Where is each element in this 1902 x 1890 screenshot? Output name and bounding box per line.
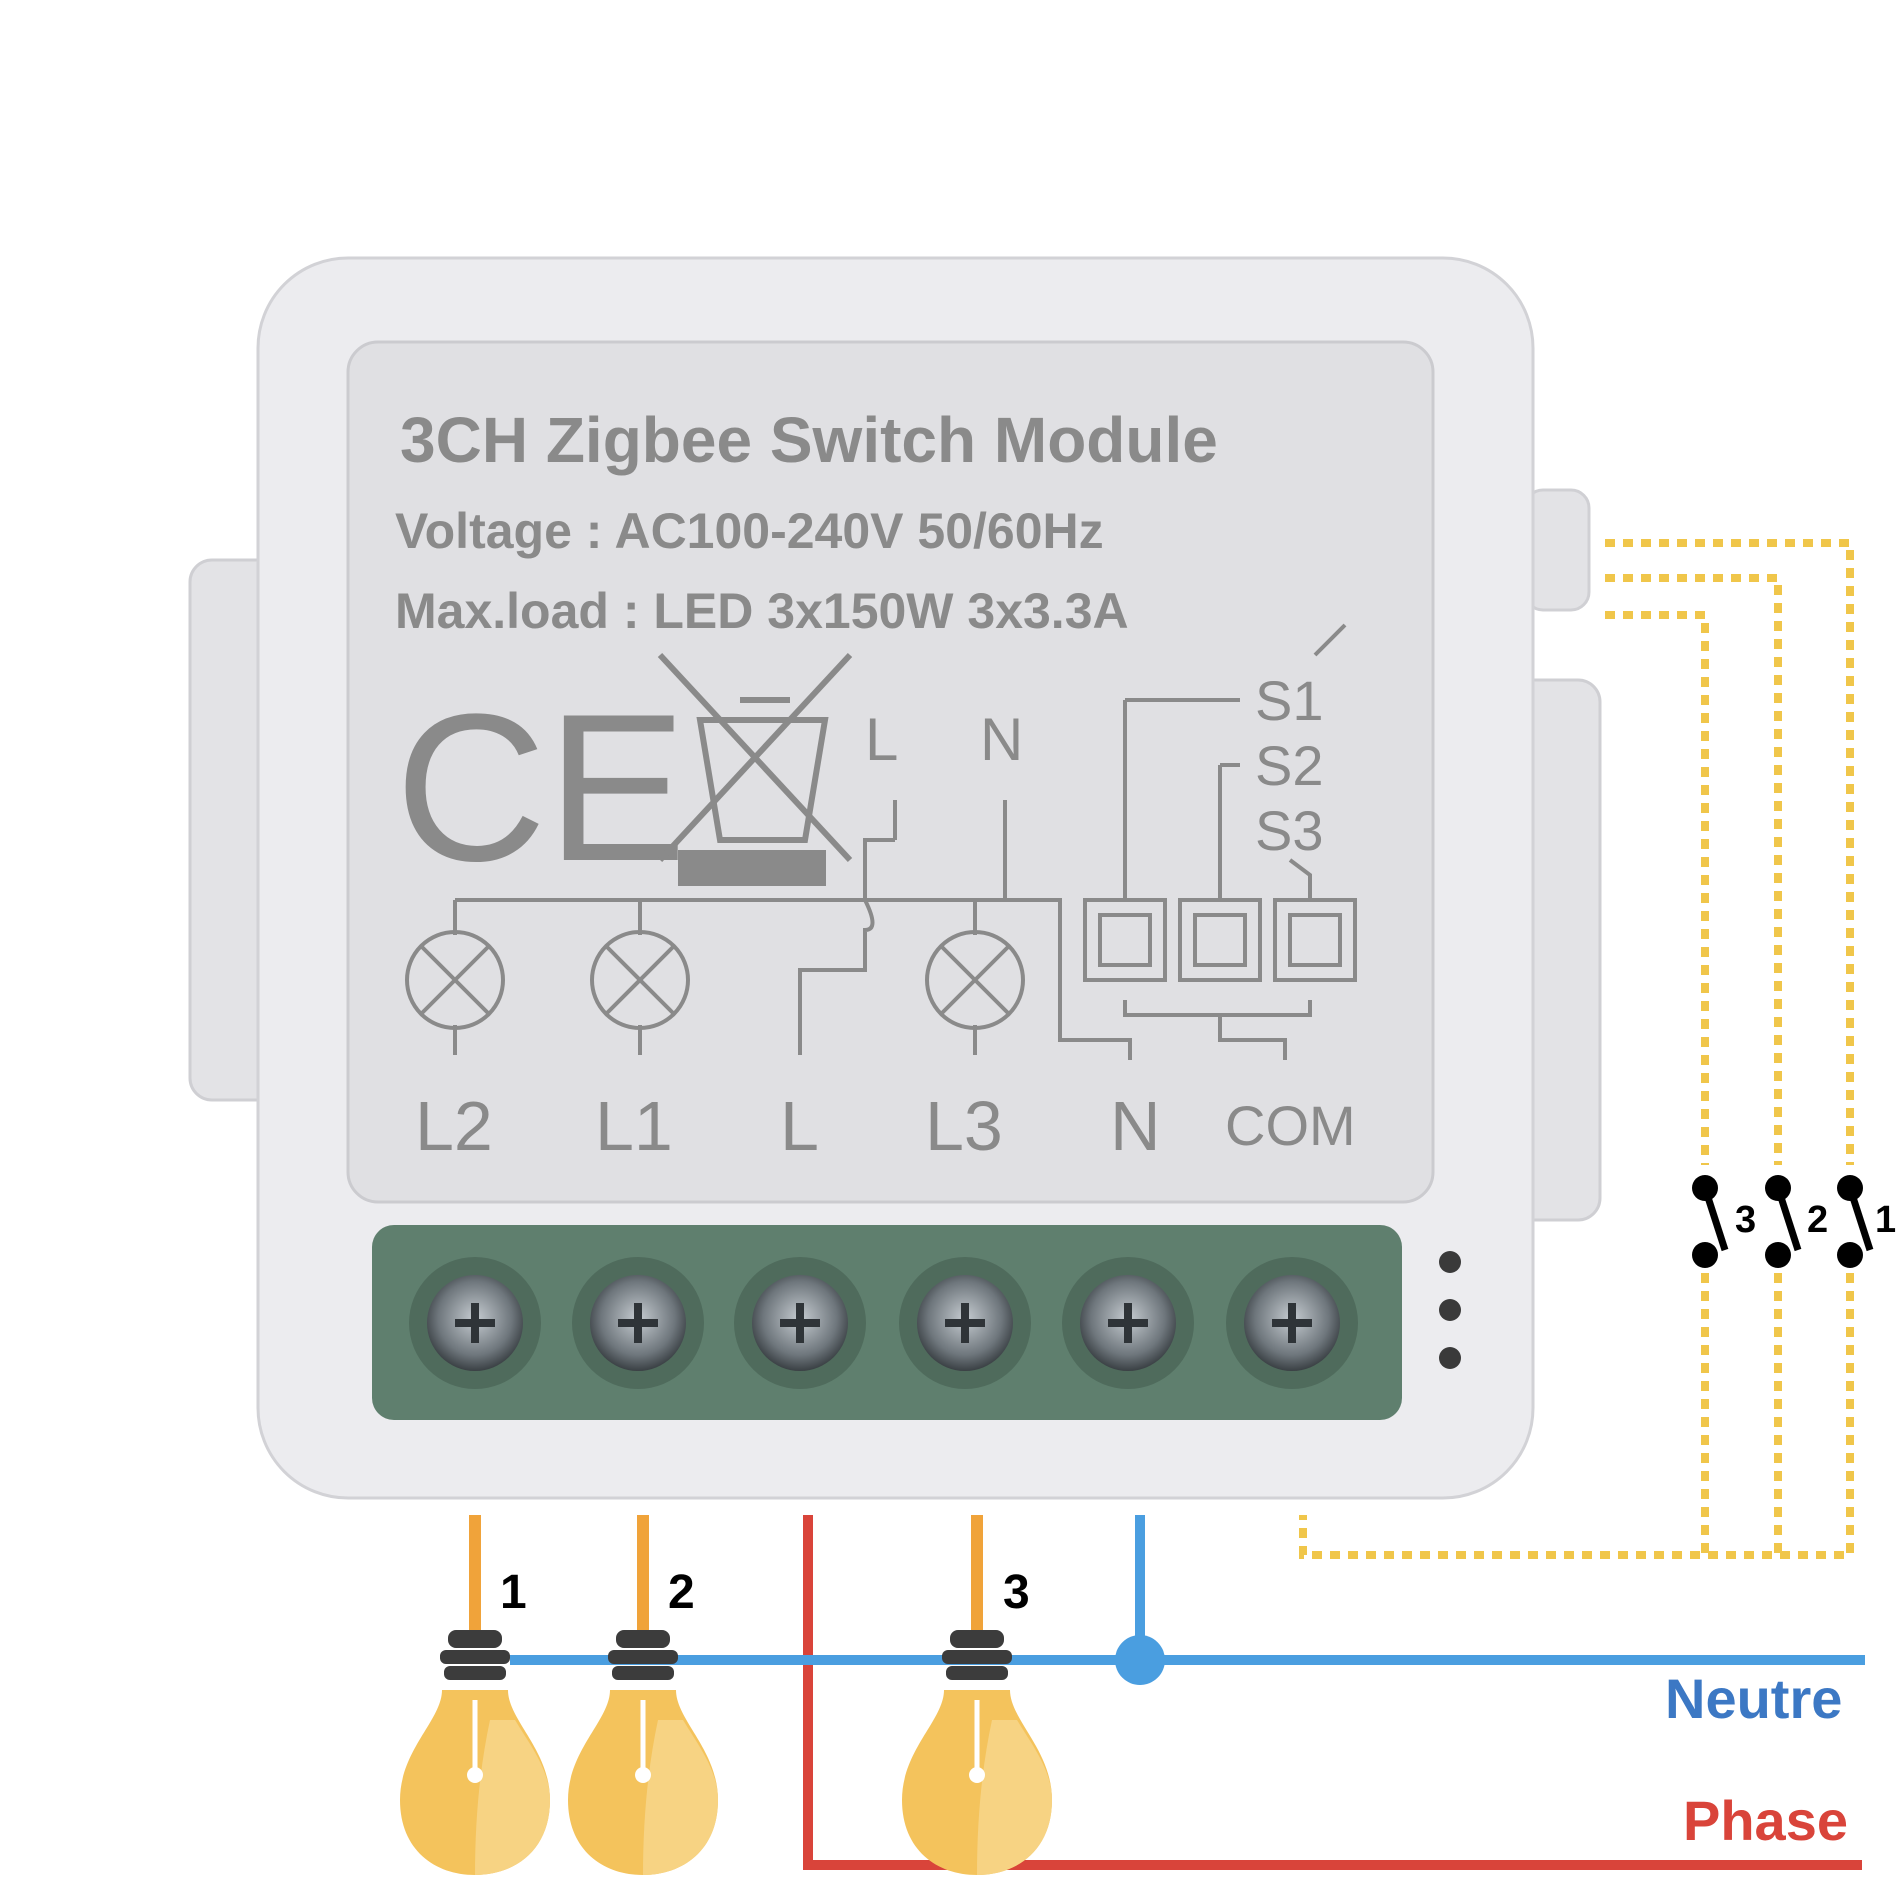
terminal-label-l1: L1 <box>595 1087 673 1165</box>
schematic-line-label: L <box>865 706 898 773</box>
switch-wiring <box>1299 539 1854 1559</box>
neutral-junction <box>1115 1635 1165 1685</box>
schematic-s3-label: S3 <box>1255 799 1324 862</box>
schematic-lamp-symbols <box>405 930 1025 1030</box>
indicator-dots <box>1439 1251 1461 1369</box>
schematic-s2-label: S2 <box>1255 734 1324 797</box>
load-wire-3-number: 3 <box>1003 1566 1030 1619</box>
neutral-wire <box>510 1515 1865 1665</box>
light-bulb-2-icon <box>568 1630 718 1875</box>
light-bulb-3-icon <box>902 1630 1052 1875</box>
weee-crossed-bin-icon <box>657 652 853 886</box>
terminal-screw-l1 <box>572 1257 704 1389</box>
max-load-rating: Max.load : LED 3x150W 3x3.3A <box>395 583 1129 639</box>
load-wires <box>469 1515 983 1630</box>
terminal-screw-com <box>1226 1257 1358 1389</box>
wall-switch-2: 2 <box>1765 1175 1828 1268</box>
wall-switch-1: 1 <box>1837 1175 1896 1268</box>
module-title: 3CH Zigbee Switch Module <box>400 404 1218 476</box>
schematic-relay-boxes <box>1083 898 1357 982</box>
terminal-screw-l3 <box>899 1257 1031 1389</box>
terminal-label-l2: L2 <box>415 1087 493 1165</box>
wall-switch-1-number: 1 <box>1875 1199 1896 1241</box>
phase-wire <box>803 1515 1862 1870</box>
wall-switch-3: 3 <box>1692 1175 1756 1268</box>
terminal-screw-n <box>1062 1257 1194 1389</box>
ce-mark: CE <box>395 670 687 905</box>
neutral-label: Neutre <box>1665 1667 1842 1730</box>
phase-label: Phase <box>1683 1789 1848 1852</box>
terminal-block <box>372 1225 1402 1420</box>
terminal-label-n: N <box>1110 1087 1161 1165</box>
schematic-circuit <box>453 623 1347 1060</box>
load-wire-1-number: 1 <box>500 1566 527 1619</box>
terminal-screw-l <box>734 1257 866 1389</box>
wall-switch-2-number: 2 <box>1807 1199 1828 1241</box>
voltage-rating: Voltage : AC100-240V 50/60Hz <box>395 503 1104 559</box>
switch-module: 3CH Zigbee Switch Module Voltage : AC100… <box>188 256 1602 1500</box>
terminal-screw-l2 <box>409 1257 541 1389</box>
wall-switch-3-number: 3 <box>1735 1199 1756 1241</box>
terminal-label-com: COM <box>1225 1094 1356 1157</box>
schematic-s1-label: S1 <box>1255 669 1324 732</box>
terminal-label-l: L <box>780 1087 819 1165</box>
schematic-neutral-label: N <box>980 706 1023 773</box>
terminal-label-l3: L3 <box>925 1087 1003 1165</box>
load-wire-2-number: 2 <box>668 1566 695 1619</box>
light-bulb-1-icon <box>400 1630 550 1875</box>
